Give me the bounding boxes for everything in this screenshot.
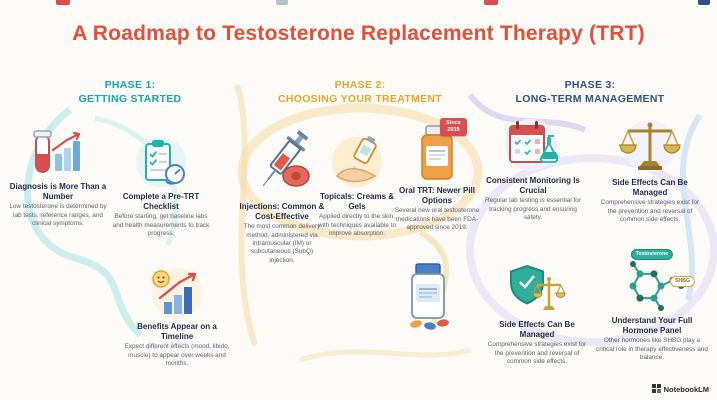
syringe-icon xyxy=(246,124,318,198)
item-body: Comprehensive strategies exist for the p… xyxy=(487,341,587,365)
shbg-label: SHBG xyxy=(670,276,695,288)
item-body: Comprehensive strategies exist for the p… xyxy=(600,199,700,223)
notebooklm-logo-icon xyxy=(651,384,661,395)
phase-1-header: PHASE 1: GETTING STARTED xyxy=(30,78,230,106)
item-title: Injections: Common & Cost-Effective xyxy=(239,202,325,221)
calendar-monitoring-icon xyxy=(504,118,562,172)
item-injections: Injections: Common & Cost-Effective The … xyxy=(238,124,326,265)
item-consistent-monitoring: Consistent Monitoring Is Crucial Regular… xyxy=(484,118,582,222)
hormone-molecule-icon: Testosterone SHBG xyxy=(617,249,695,312)
phase-3-header: PHASE 3: LONG-TERM MANAGEMENT xyxy=(478,78,702,106)
item-body: Other hormones like SHBG play a critical… xyxy=(596,337,708,361)
notebooklm-watermark: NotebookLM xyxy=(651,384,709,395)
topical-gel-icon xyxy=(329,136,385,188)
top-accent-mark xyxy=(484,0,498,5)
top-accent-mark xyxy=(276,0,288,5)
pre-trt-checklist-icon xyxy=(134,136,188,188)
item-title: Side Effects Can Be Managed xyxy=(612,178,688,197)
item-title: Understand Your Full Hormone Panel xyxy=(611,316,693,335)
pill-bottle-icon: Since 2019 xyxy=(413,118,467,182)
benefits-timeline-icon xyxy=(148,266,206,318)
phase-1-name: GETTING STARTED xyxy=(78,93,182,106)
since-2019-badge: Since 2019 xyxy=(440,118,467,136)
shield-scales-icon xyxy=(507,262,567,316)
item-title: Side Effects Can Be Managed xyxy=(499,320,575,339)
item-title: Diagnosis is More Than a Number xyxy=(9,182,107,201)
item-title: Complete a Pre-TRT Checklist xyxy=(122,192,200,211)
top-accent-mark xyxy=(56,0,70,5)
phase-2-label: PHASE 2: xyxy=(334,79,386,91)
blood-vial-chart-icon xyxy=(31,128,85,178)
testosterone-label: Testosterone xyxy=(630,249,674,261)
phase-3-label: PHASE 3: xyxy=(564,79,616,91)
item-hormone-panel: Testosterone SHBG Understand Your Full H… xyxy=(594,249,710,362)
item-side-effects-scales: Side Effects Can Be Managed Comprehensiv… xyxy=(596,118,704,224)
scales-icon xyxy=(618,118,682,174)
item-title: Oral TRT: Newer Pill Options xyxy=(398,186,476,205)
item-diagnosis: Diagnosis is More Than a Number Low test… xyxy=(8,128,108,228)
item-body: Before starting, get baseline labs and h… xyxy=(112,213,210,237)
item-body: Expect different effects (mood, libido, … xyxy=(124,343,230,367)
item-title: Topicals: Creams & Gels xyxy=(319,192,395,211)
top-accent-mark xyxy=(698,0,710,5)
phase-2-header: PHASE 2: CHOOSING YOUR TREATMENT xyxy=(258,78,462,106)
item-oral-trt: Since 2019 Oral TRT: Newer Pill Options … xyxy=(394,118,480,232)
item-body: Low testosterone is determined by lab te… xyxy=(9,203,107,227)
item-body: Regular lab testing is essential for tra… xyxy=(485,197,581,221)
decorative-pill-bottle-icon xyxy=(402,262,454,337)
item-side-effects-shield: Side Effects Can Be Managed Comprehensiv… xyxy=(484,262,590,366)
item-body: The most common delivery method, adminis… xyxy=(243,223,321,264)
item-benefits-timeline: Benefits Appear on a Timeline Expect dif… xyxy=(120,266,234,368)
phase-3-name: LONG-TERM MANAGEMENT xyxy=(515,93,665,106)
watermark-text: NotebookLM xyxy=(663,385,709,394)
item-body: Several new oral testosterone medication… xyxy=(394,207,480,231)
item-body: Applied directly to the skin, with techn… xyxy=(317,213,397,237)
infographic-title: A Roadmap to Testosterone Replacement Th… xyxy=(72,22,645,45)
item-topicals: Topicals: Creams & Gels Applied directly… xyxy=(316,136,398,238)
item-title: Benefits Appear on a Timeline xyxy=(137,322,217,341)
phase-1-label: PHASE 1: xyxy=(104,79,156,91)
item-pre-trt-checklist: Complete a Pre-TRT Checklist Before star… xyxy=(110,136,212,238)
phase-2-name: CHOOSING YOUR TREATMENT xyxy=(277,93,442,106)
item-title: Consistent Monitoring Is Crucial xyxy=(486,176,580,195)
